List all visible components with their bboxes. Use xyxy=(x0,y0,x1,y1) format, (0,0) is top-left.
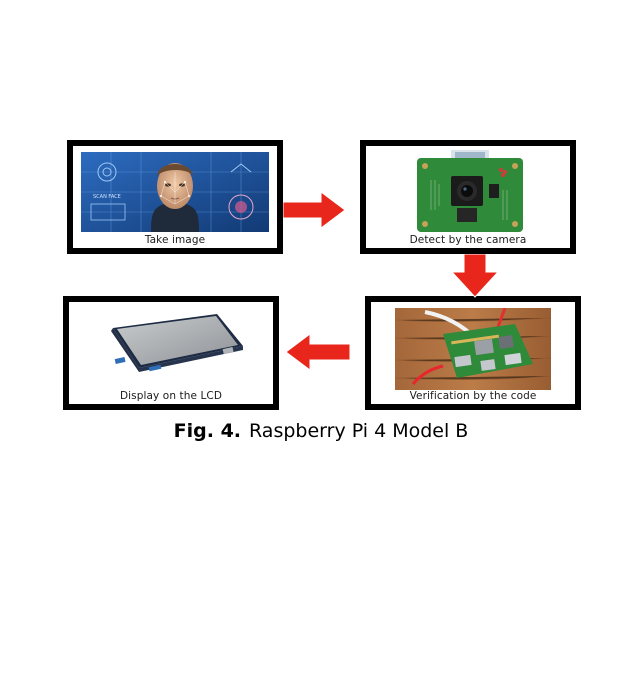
lcd-screen-icon xyxy=(111,314,243,372)
face-scan-image: SCAN FACE xyxy=(81,152,269,232)
figure-number: Fig. 4. xyxy=(173,420,242,442)
face-scan-icon: SCAN FACE xyxy=(81,152,269,232)
panel-verification-code: Verification by the code xyxy=(365,296,581,410)
raspberry-pi-board-icon xyxy=(395,308,551,390)
right-arrow-icon xyxy=(283,192,346,228)
camera-module-image xyxy=(411,150,529,232)
camera-module-icon xyxy=(417,150,523,232)
down-arrow-icon xyxy=(450,254,500,298)
panel-display-lcd: Display on the LCD xyxy=(63,296,279,410)
figure-caption: Fig. 4. Raspberry Pi 4 Model B xyxy=(0,420,642,442)
lcd-screen-image xyxy=(97,308,247,388)
panel-take-image: SCAN FACE Take image xyxy=(67,140,283,254)
scan-face-text: SCAN FACE xyxy=(93,194,121,200)
panel-label-take-image: Take image xyxy=(144,234,206,246)
figure-caption-text: Raspberry Pi 4 Model B xyxy=(249,420,469,442)
raspberry-pi-image xyxy=(395,308,551,390)
panel-label-display-lcd: Display on the LCD xyxy=(119,390,223,402)
panel-detect-camera: Detect by the camera xyxy=(360,140,576,254)
panel-label-verification-code: Verification by the code xyxy=(409,390,537,402)
panel-label-detect-camera: Detect by the camera xyxy=(409,234,527,246)
left-arrow-icon xyxy=(286,334,351,370)
